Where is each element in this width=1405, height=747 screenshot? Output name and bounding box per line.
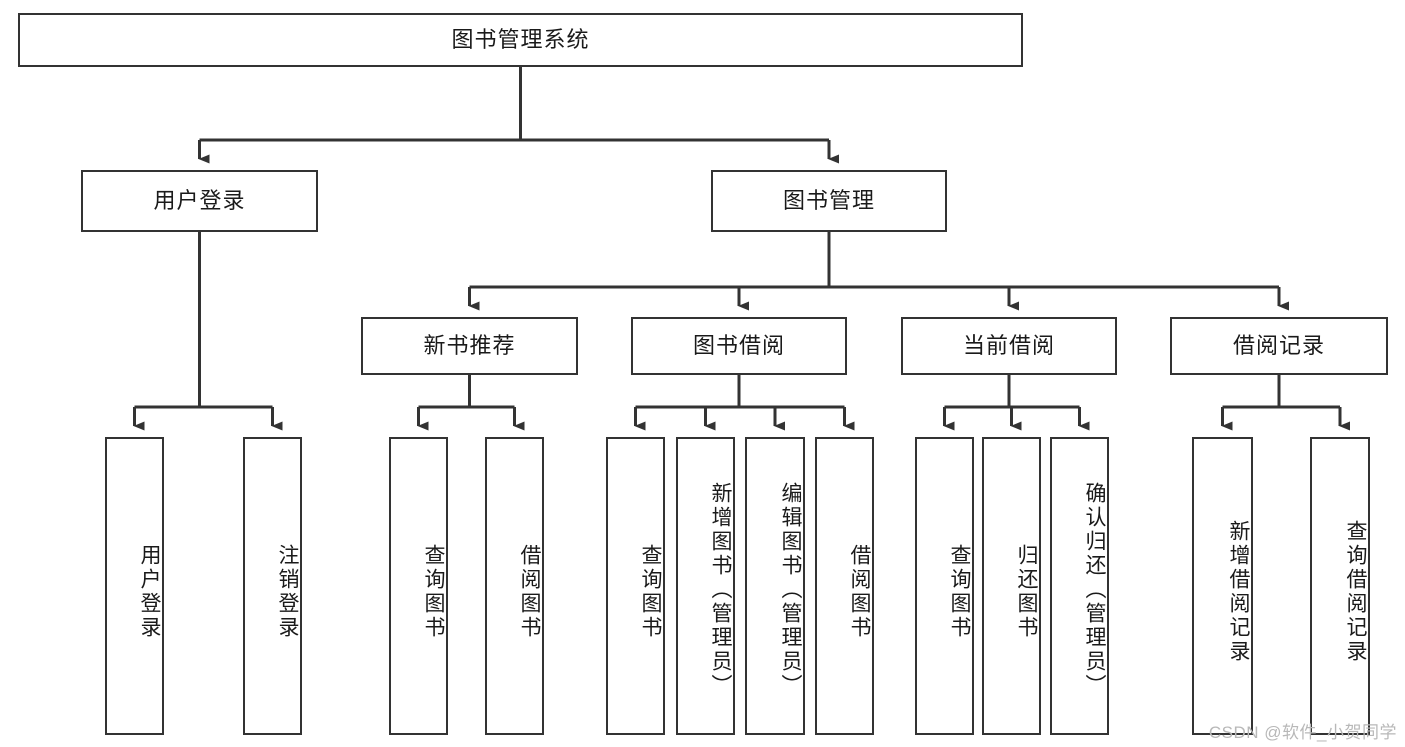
node-label: 查询借阅记录 [1344, 520, 1367, 664]
node-borrow[interactable]: 图书借阅 [631, 317, 847, 375]
node-label: 归还图书 [1015, 544, 1038, 640]
node-label: 注销登录 [276, 544, 299, 640]
node-label: 编辑图书（管理员） [779, 482, 802, 698]
node-bookmgmt[interactable]: 图书管理 [711, 170, 947, 232]
node-l-r-add[interactable]: 新增借阅记录 [1192, 437, 1253, 735]
node-l-b-query[interactable]: 查询图书 [606, 437, 665, 735]
node-label: 借阅图书 [848, 544, 871, 640]
node-records[interactable]: 借阅记录 [1170, 317, 1388, 375]
node-l-c-return[interactable]: 归还图书 [982, 437, 1041, 735]
node-l-b-edit[interactable]: 编辑图书（管理员） [745, 437, 805, 735]
node-label: 新增借阅记录 [1227, 520, 1250, 664]
node-l-b-add[interactable]: 新增图书（管理员） [676, 437, 735, 735]
node-label: 图书借阅 [692, 332, 785, 358]
node-label: 借阅记录 [1232, 332, 1325, 358]
node-l-nb-query[interactable]: 查询图书 [389, 437, 448, 735]
node-l-nb-borrow[interactable]: 借阅图书 [485, 437, 544, 735]
node-label: 确认归还（管理员） [1083, 482, 1106, 698]
node-label: 查询图书 [948, 544, 971, 640]
node-label: 借阅图书 [518, 544, 541, 640]
node-current[interactable]: 当前借阅 [901, 317, 1117, 375]
node-label: 新书推荐 [423, 332, 516, 358]
node-l-b-borrow[interactable]: 借阅图书 [815, 437, 874, 735]
node-label: 查询图书 [639, 544, 662, 640]
node-newbook[interactable]: 新书推荐 [361, 317, 578, 375]
node-label: 图书管理 [782, 187, 875, 213]
node-l-c-confirm[interactable]: 确认归还（管理员） [1050, 437, 1109, 735]
node-label: 新增图书（管理员） [709, 482, 732, 698]
node-root[interactable]: 图书管理系统 [18, 13, 1023, 67]
node-l-logout[interactable]: 注销登录 [243, 437, 302, 735]
node-label: 当前借阅 [962, 332, 1055, 358]
node-l-c-query[interactable]: 查询图书 [915, 437, 974, 735]
node-l-r-query[interactable]: 查询借阅记录 [1310, 437, 1370, 735]
node-login[interactable]: 用户登录 [81, 170, 318, 232]
node-label: 图书管理系统 [451, 26, 590, 52]
node-label: 用户登录 [153, 187, 246, 213]
node-label: 查询图书 [422, 544, 445, 640]
node-l-login[interactable]: 用户登录 [105, 437, 164, 735]
node-label: 用户登录 [138, 544, 161, 640]
